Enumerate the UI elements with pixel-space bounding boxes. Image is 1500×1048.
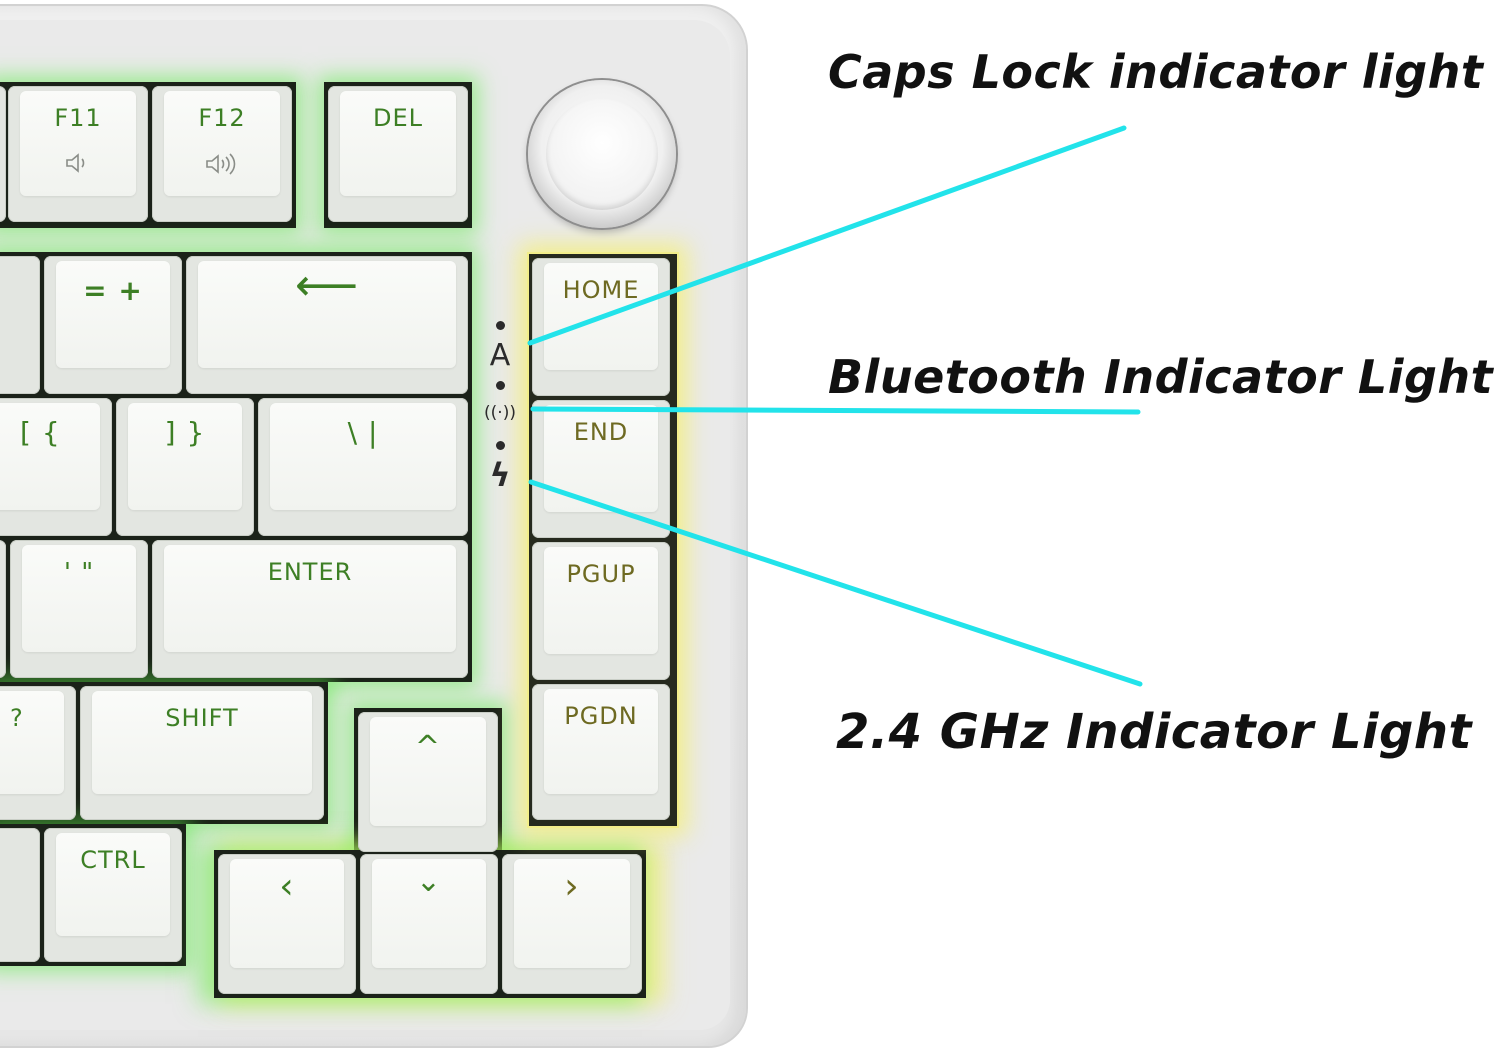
key-partial-alt[interactable] (0, 828, 40, 962)
key-del[interactable]: DEL (328, 86, 468, 222)
key-shift[interactable]: SHIFT (80, 686, 324, 820)
key-equals-plus-label: = + (83, 274, 143, 307)
key-backslash[interactable]: \ | (258, 398, 468, 536)
key-bracket-right[interactable]: ] } (116, 398, 254, 536)
key-arrow-up-label: ^ (414, 730, 442, 765)
volume-knob[interactable] (528, 80, 676, 228)
lightning-icon: ϟ (489, 456, 511, 494)
key-arrow-right[interactable]: › (502, 854, 642, 994)
key-question[interactable]: ? (0, 686, 76, 820)
ghz-indicator-dot (496, 441, 505, 450)
key-partial-semicolon[interactable] (0, 540, 6, 678)
key-f12[interactable]: F12 (152, 86, 292, 222)
key-question-label: ? (10, 704, 24, 732)
key-equals-plus[interactable]: = + (44, 256, 182, 394)
key-backspace-label: ⟵ (294, 260, 360, 311)
key-f12-label: F12 (198, 104, 246, 132)
caps-lock-indicator-dot (496, 321, 505, 330)
key-pgdn[interactable]: PGDN (532, 684, 670, 820)
key-backslash-label: \ | (347, 416, 379, 449)
key-partial-f10[interactable] (0, 86, 6, 222)
key-arrow-right-label: › (564, 866, 580, 907)
key-home-label: HOME (562, 276, 640, 304)
key-del-label: DEL (372, 104, 423, 132)
key-pgup-label: PGUP (566, 560, 636, 588)
key-arrow-up[interactable]: ^ (358, 712, 498, 852)
key-bracket-left[interactable]: [ { (0, 398, 112, 536)
key-ctrl[interactable]: CTRL (44, 828, 182, 962)
key-shift-label: SHIFT (165, 704, 239, 732)
key-backspace[interactable]: ⟵ (186, 256, 468, 394)
key-pgdn-label: PGDN (564, 702, 638, 730)
volume-up-icon (152, 152, 292, 181)
key-f11-label: F11 (54, 104, 102, 132)
caps-lock-callout-line (527, 125, 1127, 346)
key-arrow-down-label: ⌄ (415, 864, 443, 899)
bluetooth-icon: ((·)) (484, 403, 516, 423)
volume-down-icon (8, 152, 148, 179)
key-end[interactable]: END (532, 400, 670, 538)
key-arrow-left-label: ‹ (279, 866, 295, 907)
caps-lock-callout: Caps Lock indicator light (828, 45, 1484, 99)
key-partial-minus[interactable] (0, 256, 40, 394)
key-enter[interactable]: ENTER (152, 540, 468, 678)
key-bracket-left-label: [ { (20, 416, 61, 449)
bluetooth-callout-line (530, 406, 1141, 415)
key-pgup[interactable]: PGUP (532, 542, 670, 680)
ghz-callout: 2.4 GHz Indicator Light (836, 704, 1472, 760)
key-f11[interactable]: F11 (8, 86, 148, 222)
key-arrow-left[interactable]: ‹ (218, 854, 356, 994)
key-end-label: END (573, 418, 629, 446)
key-quote[interactable]: ' " (10, 540, 148, 678)
bluetooth-indicator-dot (496, 381, 505, 390)
key-arrow-down[interactable]: ⌄ (360, 854, 498, 994)
key-quote-label: ' " (63, 558, 95, 588)
caps-lock-indicator-label: A (489, 338, 511, 373)
key-enter-label: ENTER (267, 558, 353, 586)
key-bracket-right-label: ] } (164, 416, 206, 449)
key-ctrl-label: CTRL (80, 846, 146, 874)
ghz-callout-line (528, 479, 1143, 687)
bluetooth-callout: Bluetooth Indicator Light (828, 350, 1494, 404)
